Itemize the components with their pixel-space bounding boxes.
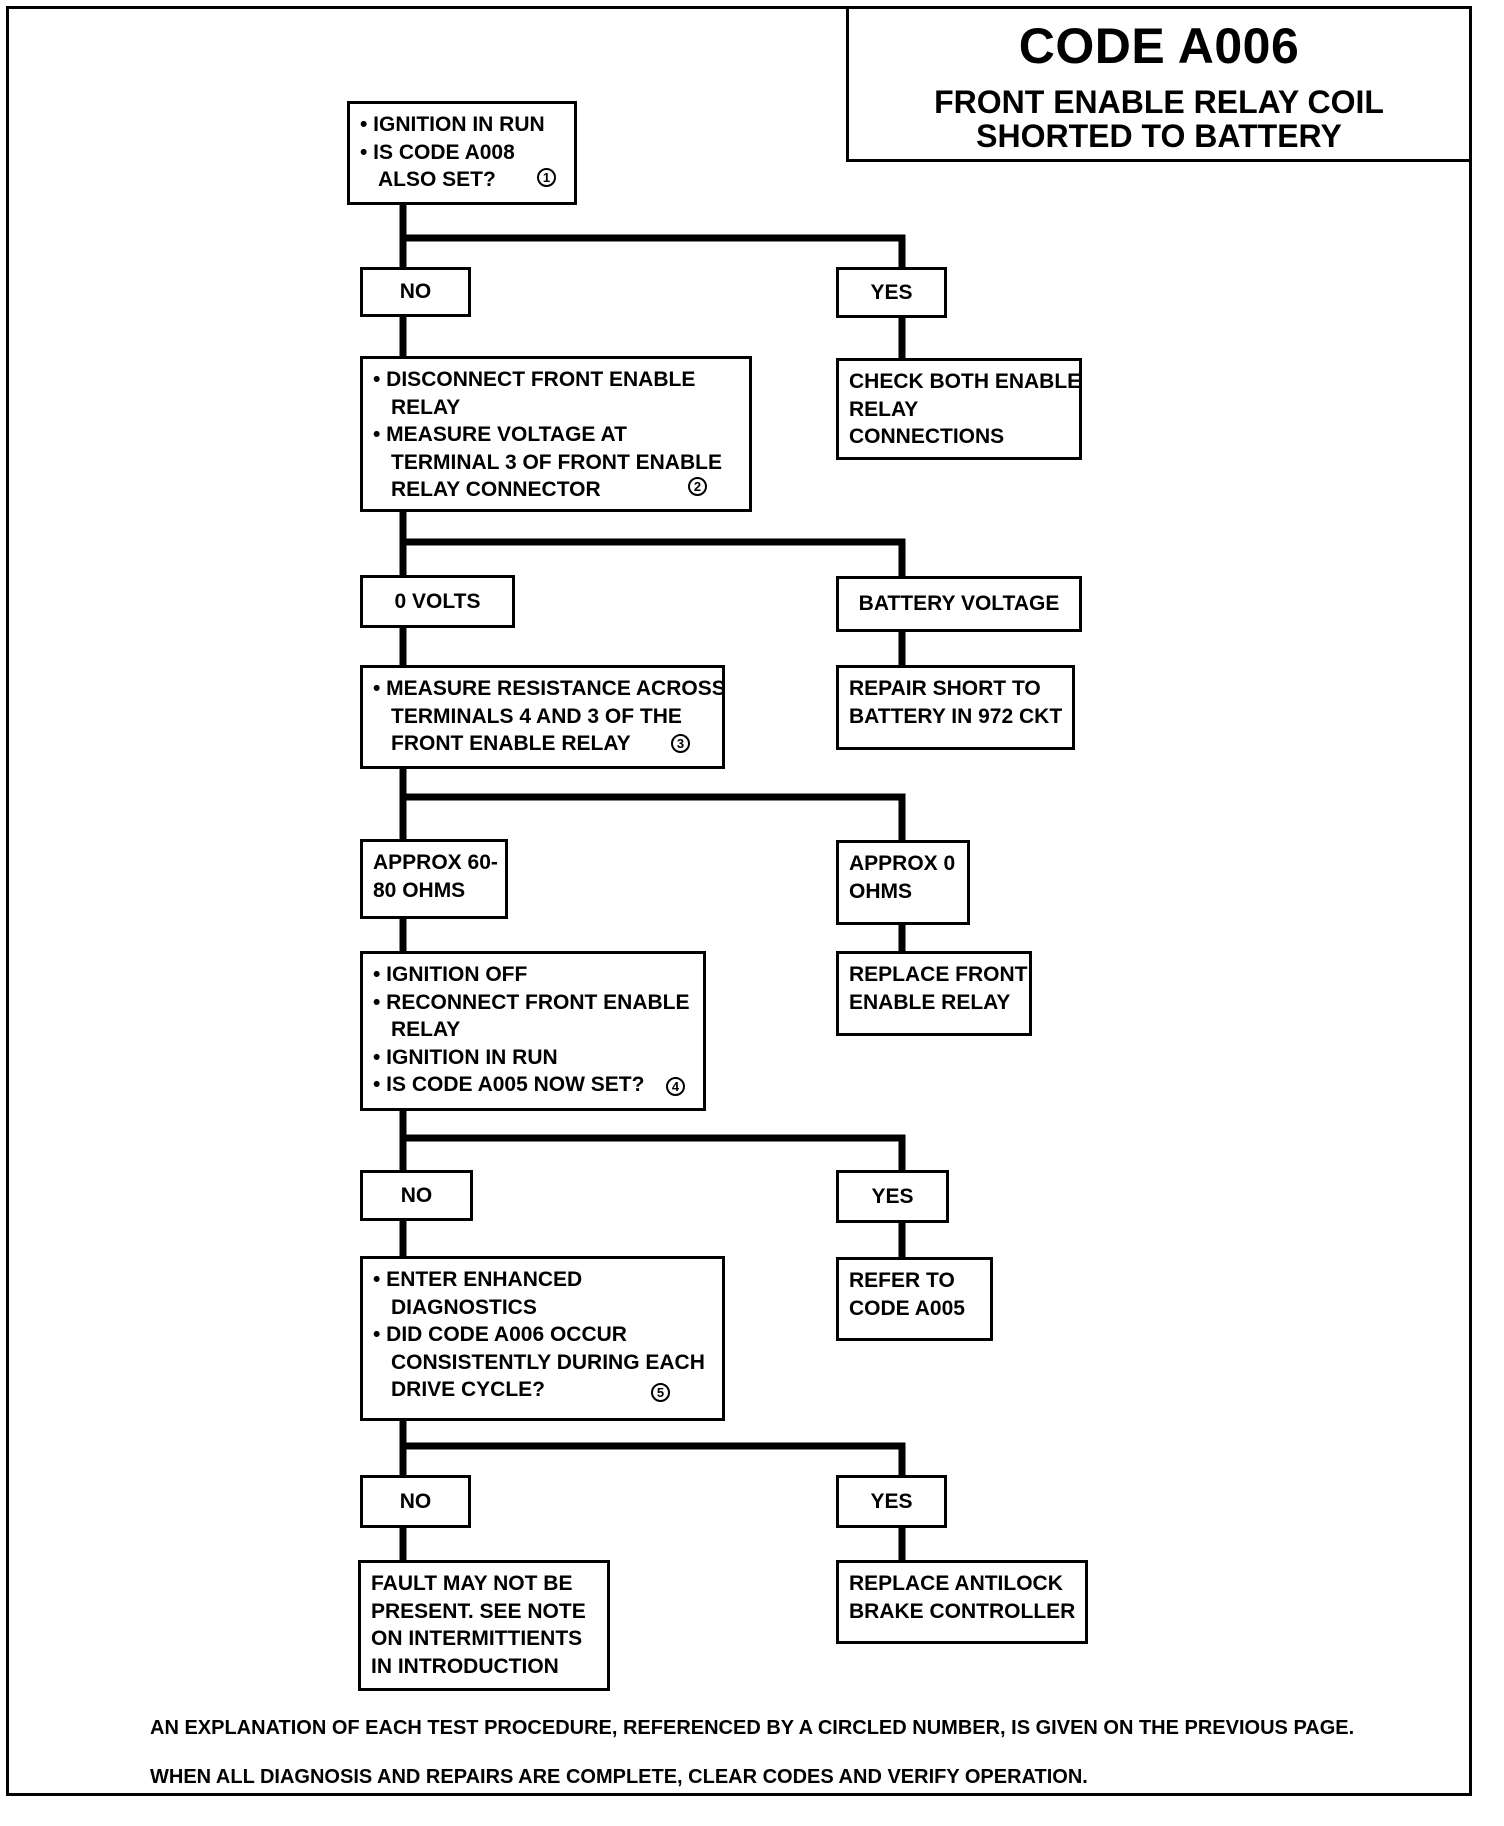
action-refer-code-a005: REFER TO CODE A005 bbox=[836, 1257, 993, 1341]
connector-step1-yes bbox=[403, 234, 906, 270]
step-1-box: • IGNITION IN RUN • IS CODE A008 ALSO SE… bbox=[347, 101, 577, 205]
step-5-box: • ENTER ENHANCED DIAGNOSTICS • DID CODE … bbox=[360, 1256, 725, 1421]
ref-circle-icon: 4 bbox=[666, 1077, 685, 1096]
answer-yes-5: YES bbox=[836, 1475, 947, 1528]
title-block: CODE A006 FRONT ENABLE RELAY COIL SHORTE… bbox=[846, 6, 1472, 162]
step-3-box: • MEASURE RESISTANCE ACROSS TERMINALS 4 … bbox=[360, 665, 726, 769]
footer-note-clear-codes: WHEN ALL DIAGNOSIS AND REPAIRS ARE COMPL… bbox=[150, 1766, 1088, 1788]
action-fault-may-not-be-present: FAULT MAY NOT BE PRESENT. SEE NOTE ON IN… bbox=[358, 1560, 610, 1691]
ref-circle-icon: 1 bbox=[537, 168, 556, 187]
page-frame bbox=[6, 6, 1472, 1796]
step-4-box: • IGNITION OFF • RECONNECT FRONT ENABLE … bbox=[360, 951, 706, 1111]
step-2-box: • DISCONNECT FRONT ENABLE RELAY • MEASUR… bbox=[360, 356, 752, 512]
code-title: CODE A006 bbox=[1018, 18, 1300, 74]
answer-approx-60-80-ohms: APPROX 60- 80 OHMS bbox=[360, 839, 508, 919]
answer-yes-1: YES bbox=[836, 267, 947, 318]
answer-no-4: NO bbox=[360, 1170, 473, 1221]
answer-yes-4: YES bbox=[836, 1170, 949, 1223]
connector-step4-yes bbox=[403, 1134, 906, 1172]
connector-step2-battery bbox=[403, 538, 906, 578]
action-replace-antilock-controller: REPLACE ANTILOCK BRAKE CONTROLLER bbox=[836, 1560, 1088, 1644]
answer-no-5: NO bbox=[360, 1475, 471, 1528]
connector-step5-yes bbox=[403, 1442, 906, 1477]
action-check-relay-connections: CHECK BOTH ENABLE RELAY CONNECTIONS bbox=[836, 358, 1082, 460]
ref-circle-icon: 5 bbox=[651, 1383, 670, 1402]
footer-note-explanation: AN EXPLANATION OF EACH TEST PROCEDURE, R… bbox=[150, 1717, 1355, 1739]
connector-step3-0ohm bbox=[403, 793, 906, 842]
answer-0-volts: 0 VOLTS bbox=[360, 575, 515, 628]
ref-circle-icon: 3 bbox=[671, 734, 690, 753]
answer-battery-voltage: BATTERY VOLTAGE bbox=[836, 576, 1082, 632]
answer-approx-0-ohms: APPROX 0 OHMS bbox=[836, 840, 970, 925]
action-repair-short: REPAIR SHORT TO BATTERY IN 972 CKT bbox=[836, 665, 1075, 750]
ref-circle-icon: 2 bbox=[688, 477, 707, 496]
code-description: FRONT ENABLE RELAY COIL SHORTED TO BATTE… bbox=[934, 84, 1384, 154]
answer-no-1: NO bbox=[360, 267, 471, 317]
action-replace-front-relay: REPLACE FRONT ENABLE RELAY bbox=[836, 951, 1032, 1036]
